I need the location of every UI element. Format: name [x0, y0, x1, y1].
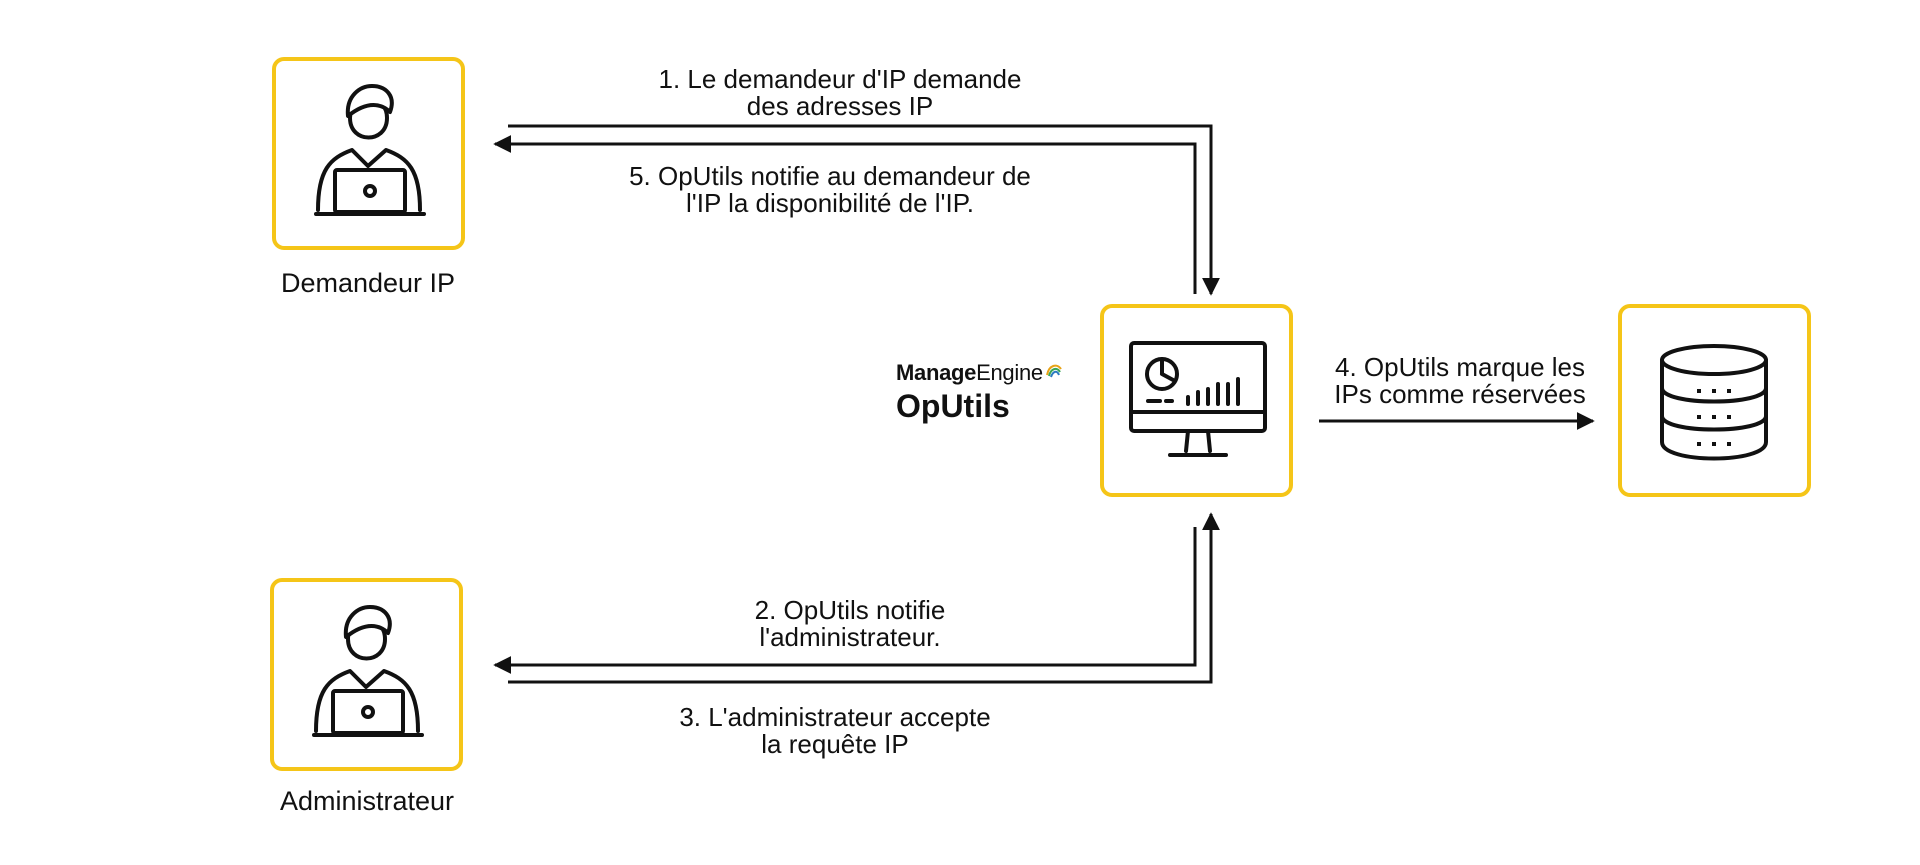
arrow-step5	[493, 135, 1197, 294]
step1-line2: des adresses IP	[746, 91, 934, 121]
step4-line1: 4. OpUtils marque les	[1335, 352, 1585, 382]
brand-vendor-regular: Engine	[976, 360, 1043, 385]
step4-line2: IPs comme réservées	[1334, 379, 1586, 409]
arrow-step3	[508, 512, 1220, 684]
step2-line1: 2. OpUtils notifie	[754, 595, 946, 625]
arrow-step2	[493, 527, 1197, 674]
brand-vendor-bold: Manage	[896, 360, 977, 385]
step3-label: 3. L'administrateur accepte la requête I…	[620, 704, 1050, 758]
database-icon	[1660, 344, 1768, 461]
step3-line2: la requête IP	[761, 729, 909, 759]
user-laptop-icon	[312, 605, 424, 737]
step5-line2: l'IP la disponibilité de l'IP.	[686, 188, 974, 218]
manageengine-arc-icon	[1045, 364, 1062, 378]
requester-node-box	[272, 57, 465, 250]
monitor-dashboard-icon	[1129, 341, 1267, 457]
admin-caption: Administrateur	[279, 786, 455, 816]
brand-product: OpUtils	[896, 388, 1010, 424]
step1-label: 1. Le demandeur d'IP demande des adresse…	[620, 66, 1060, 120]
requester-caption: Demandeur IP	[280, 268, 456, 298]
step5-line1: 5. OpUtils notifie au demandeur de	[629, 161, 1031, 191]
step1-line1: 1. Le demandeur d'IP demande	[658, 64, 1022, 94]
step2-line2: l'administrateur.	[759, 622, 941, 652]
arrow-step1	[508, 124, 1220, 296]
user-laptop-icon	[314, 84, 426, 216]
admin-node-box	[270, 578, 463, 771]
step5-label: 5. OpUtils notifie au demandeur de l'IP …	[590, 163, 1070, 217]
database-icon-dots	[1697, 389, 1731, 446]
step4-label: 4. OpUtils marque les IPs comme réservée…	[1310, 354, 1610, 408]
step2-label: 2. OpUtils notifie l'administrateur.	[660, 597, 1040, 651]
step3-line1: 3. L'administrateur accepte	[679, 702, 991, 732]
